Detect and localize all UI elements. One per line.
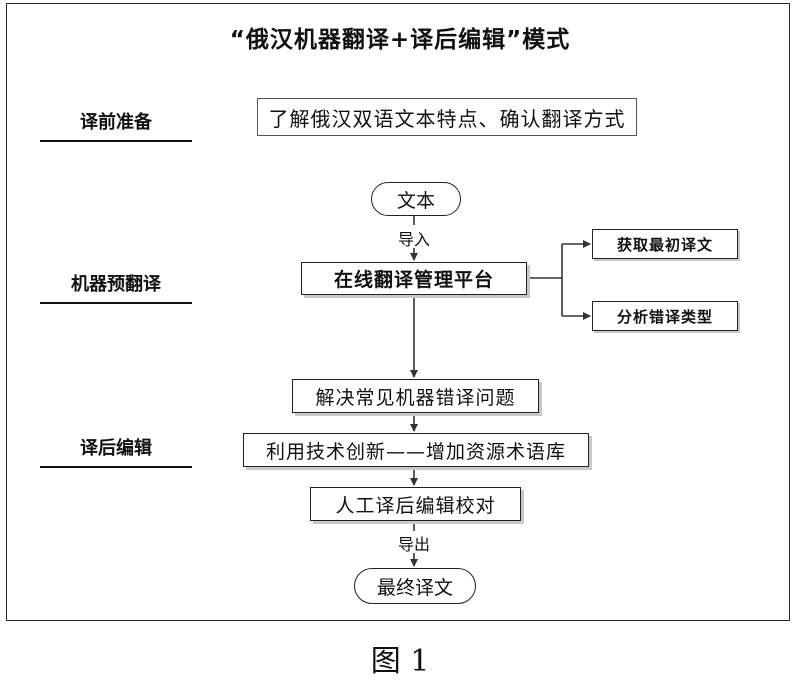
stage-label-machine-translation: 机器预翻译 xyxy=(40,270,192,304)
node-analyze-errors: 分析错译类型 xyxy=(592,301,738,331)
edge-label-import: 导入 xyxy=(398,230,431,249)
figure-caption: 图 1 xyxy=(370,644,430,679)
node-initial-translation: 获取最初译文 xyxy=(592,229,738,259)
node-end-final-translation: 最终译文 xyxy=(354,568,476,604)
node-innovate-termbase: 利用技术创新——增加资源术语库 xyxy=(243,433,589,467)
node-proofread: 人工译后编辑校对 xyxy=(310,487,521,521)
node-start-text: 文本 xyxy=(371,182,461,216)
edge-label-export: 导出 xyxy=(398,535,431,554)
node-prep: 了解俄汉双语文本特点、确认翻译方式 xyxy=(257,98,637,136)
node-solve-errors: 解决常见机器错译问题 xyxy=(292,379,539,413)
stage-label-pre-translation: 译前准备 xyxy=(40,108,192,142)
stage-label-post-editing: 译后编辑 xyxy=(40,434,192,468)
diagram-title: “俄汉机器翻译+译后编辑”模式 xyxy=(229,27,571,53)
diagram-frame xyxy=(6,3,790,621)
node-platform: 在线翻译管理平台 xyxy=(301,262,527,295)
